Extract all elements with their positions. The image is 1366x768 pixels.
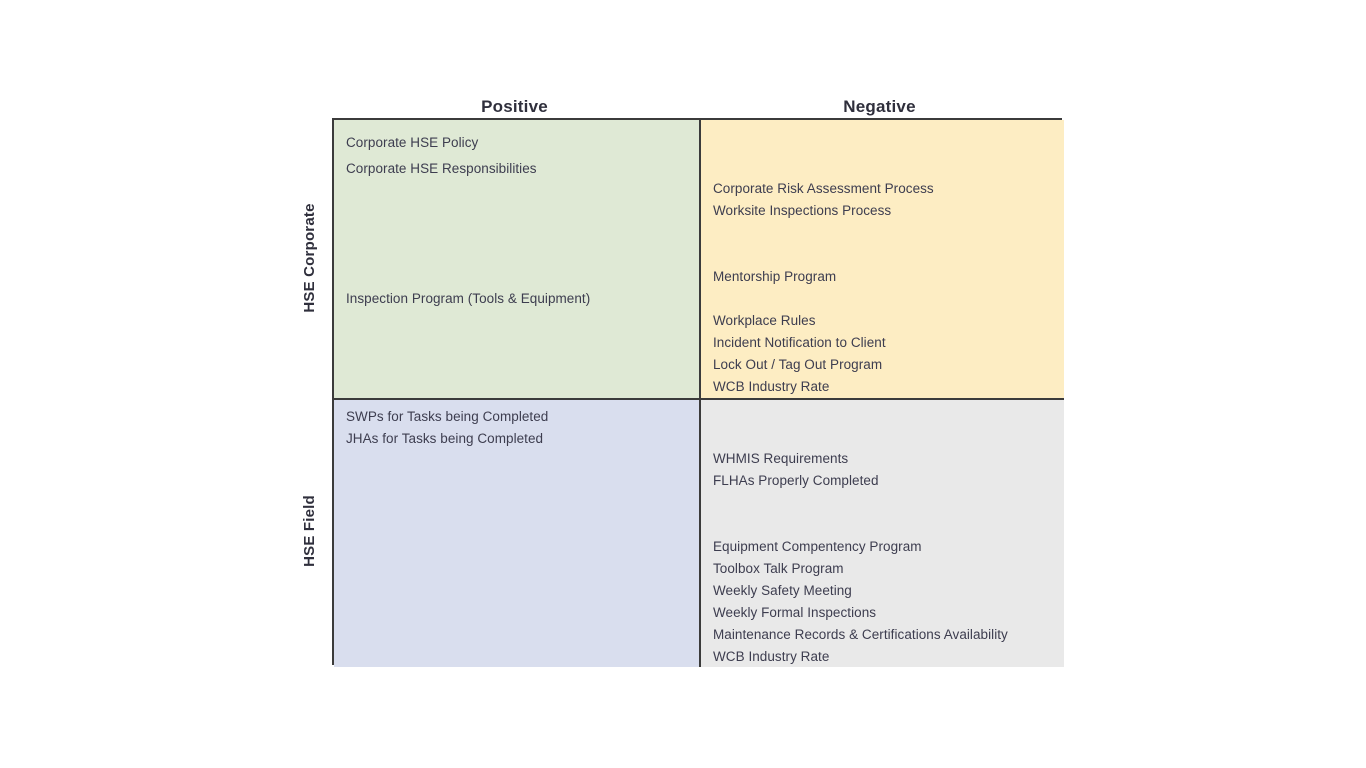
matrix-item: Lock Out / Tag Out Program bbox=[713, 357, 883, 372]
matrix-item: Equipment Compentency Program bbox=[713, 539, 922, 554]
item-group: Inspection Program (Tools & Equipment) bbox=[346, 288, 693, 310]
matrix-item: Mentorship Program bbox=[713, 269, 837, 284]
row-label-hse-field: HSE Field bbox=[301, 495, 318, 567]
matrix-item: Workplace Rules bbox=[713, 313, 816, 328]
matrix-item: Corporate HSE Responsibilities bbox=[346, 161, 537, 176]
matrix-item: Weekly Formal Inspections bbox=[713, 605, 877, 620]
matrix-item: WHMIS Requirements bbox=[713, 451, 849, 466]
matrix-item: Worksite Inspections Process bbox=[713, 203, 892, 218]
matrix-item: SWPs for Tasks being Completed bbox=[346, 409, 549, 424]
matrix-item: Maintenance Records & Certifications Ava… bbox=[713, 627, 1008, 642]
matrix-item: Corporate HSE Policy bbox=[346, 135, 479, 150]
matrix-item: FLHAs Properly Completed bbox=[713, 473, 879, 488]
column-header-positive: Positive bbox=[481, 97, 548, 116]
matrix-item: Inspection Program (Tools & Equipment) bbox=[346, 291, 591, 306]
matrix-item: Incident Notification to Client bbox=[713, 335, 886, 350]
matrix-item: WCB Industry Rate bbox=[713, 649, 830, 664]
matrix-item: Toolbox Talk Program bbox=[713, 561, 844, 576]
row-label-hse-corporate: HSE Corporate bbox=[301, 203, 318, 313]
item-group: Mentorship Program bbox=[713, 266, 1058, 288]
column-header-negative: Negative bbox=[843, 97, 916, 116]
matrix-item: JHAs for Tasks being Completed bbox=[346, 431, 544, 446]
matrix-item: Corporate Risk Assessment Process bbox=[713, 181, 934, 196]
matrix-item: WCB Industry Rate bbox=[713, 379, 830, 394]
matrix-item: Weekly Safety Meeting bbox=[713, 583, 852, 598]
